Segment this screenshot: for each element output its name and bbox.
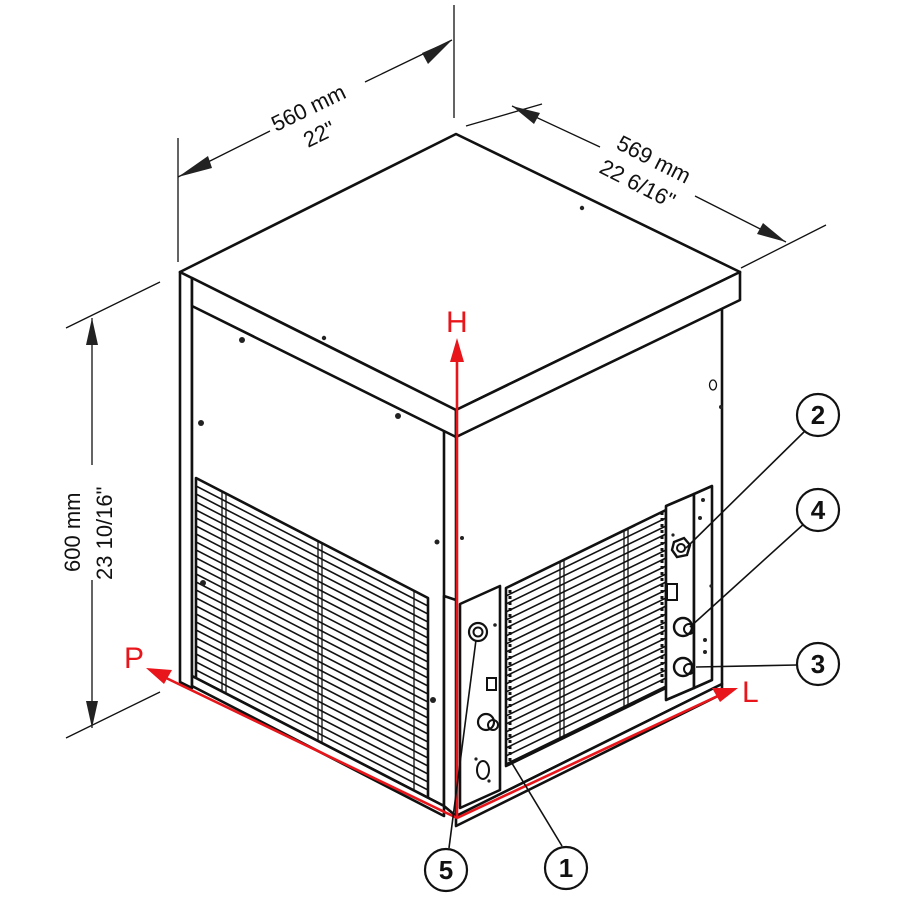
callout-1: 1 — [543, 845, 589, 891]
right-axis-line — [456, 692, 723, 820]
left-axis-line — [161, 674, 458, 820]
callout-2: 2 — [795, 392, 841, 438]
left-ventilation-grille — [194, 476, 436, 802]
height-dimension: 600 mm 23 10/16" — [60, 281, 161, 739]
svg-text:1: 1 — [559, 853, 573, 883]
left-axis-arrow-icon — [146, 668, 172, 684]
callout-4: 4 — [795, 487, 841, 533]
right-axis-label: L — [742, 676, 759, 709]
height-axis-label: H — [446, 306, 468, 339]
height-axis-arrow-icon — [450, 338, 464, 362]
height-imperial-label: 23 10/16" — [92, 487, 117, 580]
svg-text:2: 2 — [811, 400, 825, 430]
svg-text:4: 4 — [811, 495, 826, 525]
axes: H P L — [124, 306, 759, 820]
svg-text:5: 5 — [439, 855, 453, 885]
svg-text:3: 3 — [811, 649, 825, 679]
callout-5: 5 — [423, 847, 469, 893]
front-connection-panel — [458, 584, 502, 810]
height-metric-label: 600 mm — [60, 493, 85, 572]
left-axis-label: P — [124, 642, 144, 675]
rear-connection-panel — [664, 484, 714, 702]
callout-3: 3 — [795, 641, 841, 687]
right-axis-arrow-icon — [712, 688, 738, 702]
callouts: 2 4 3 1 5 — [423, 392, 841, 893]
unit-body — [178, 132, 742, 828]
